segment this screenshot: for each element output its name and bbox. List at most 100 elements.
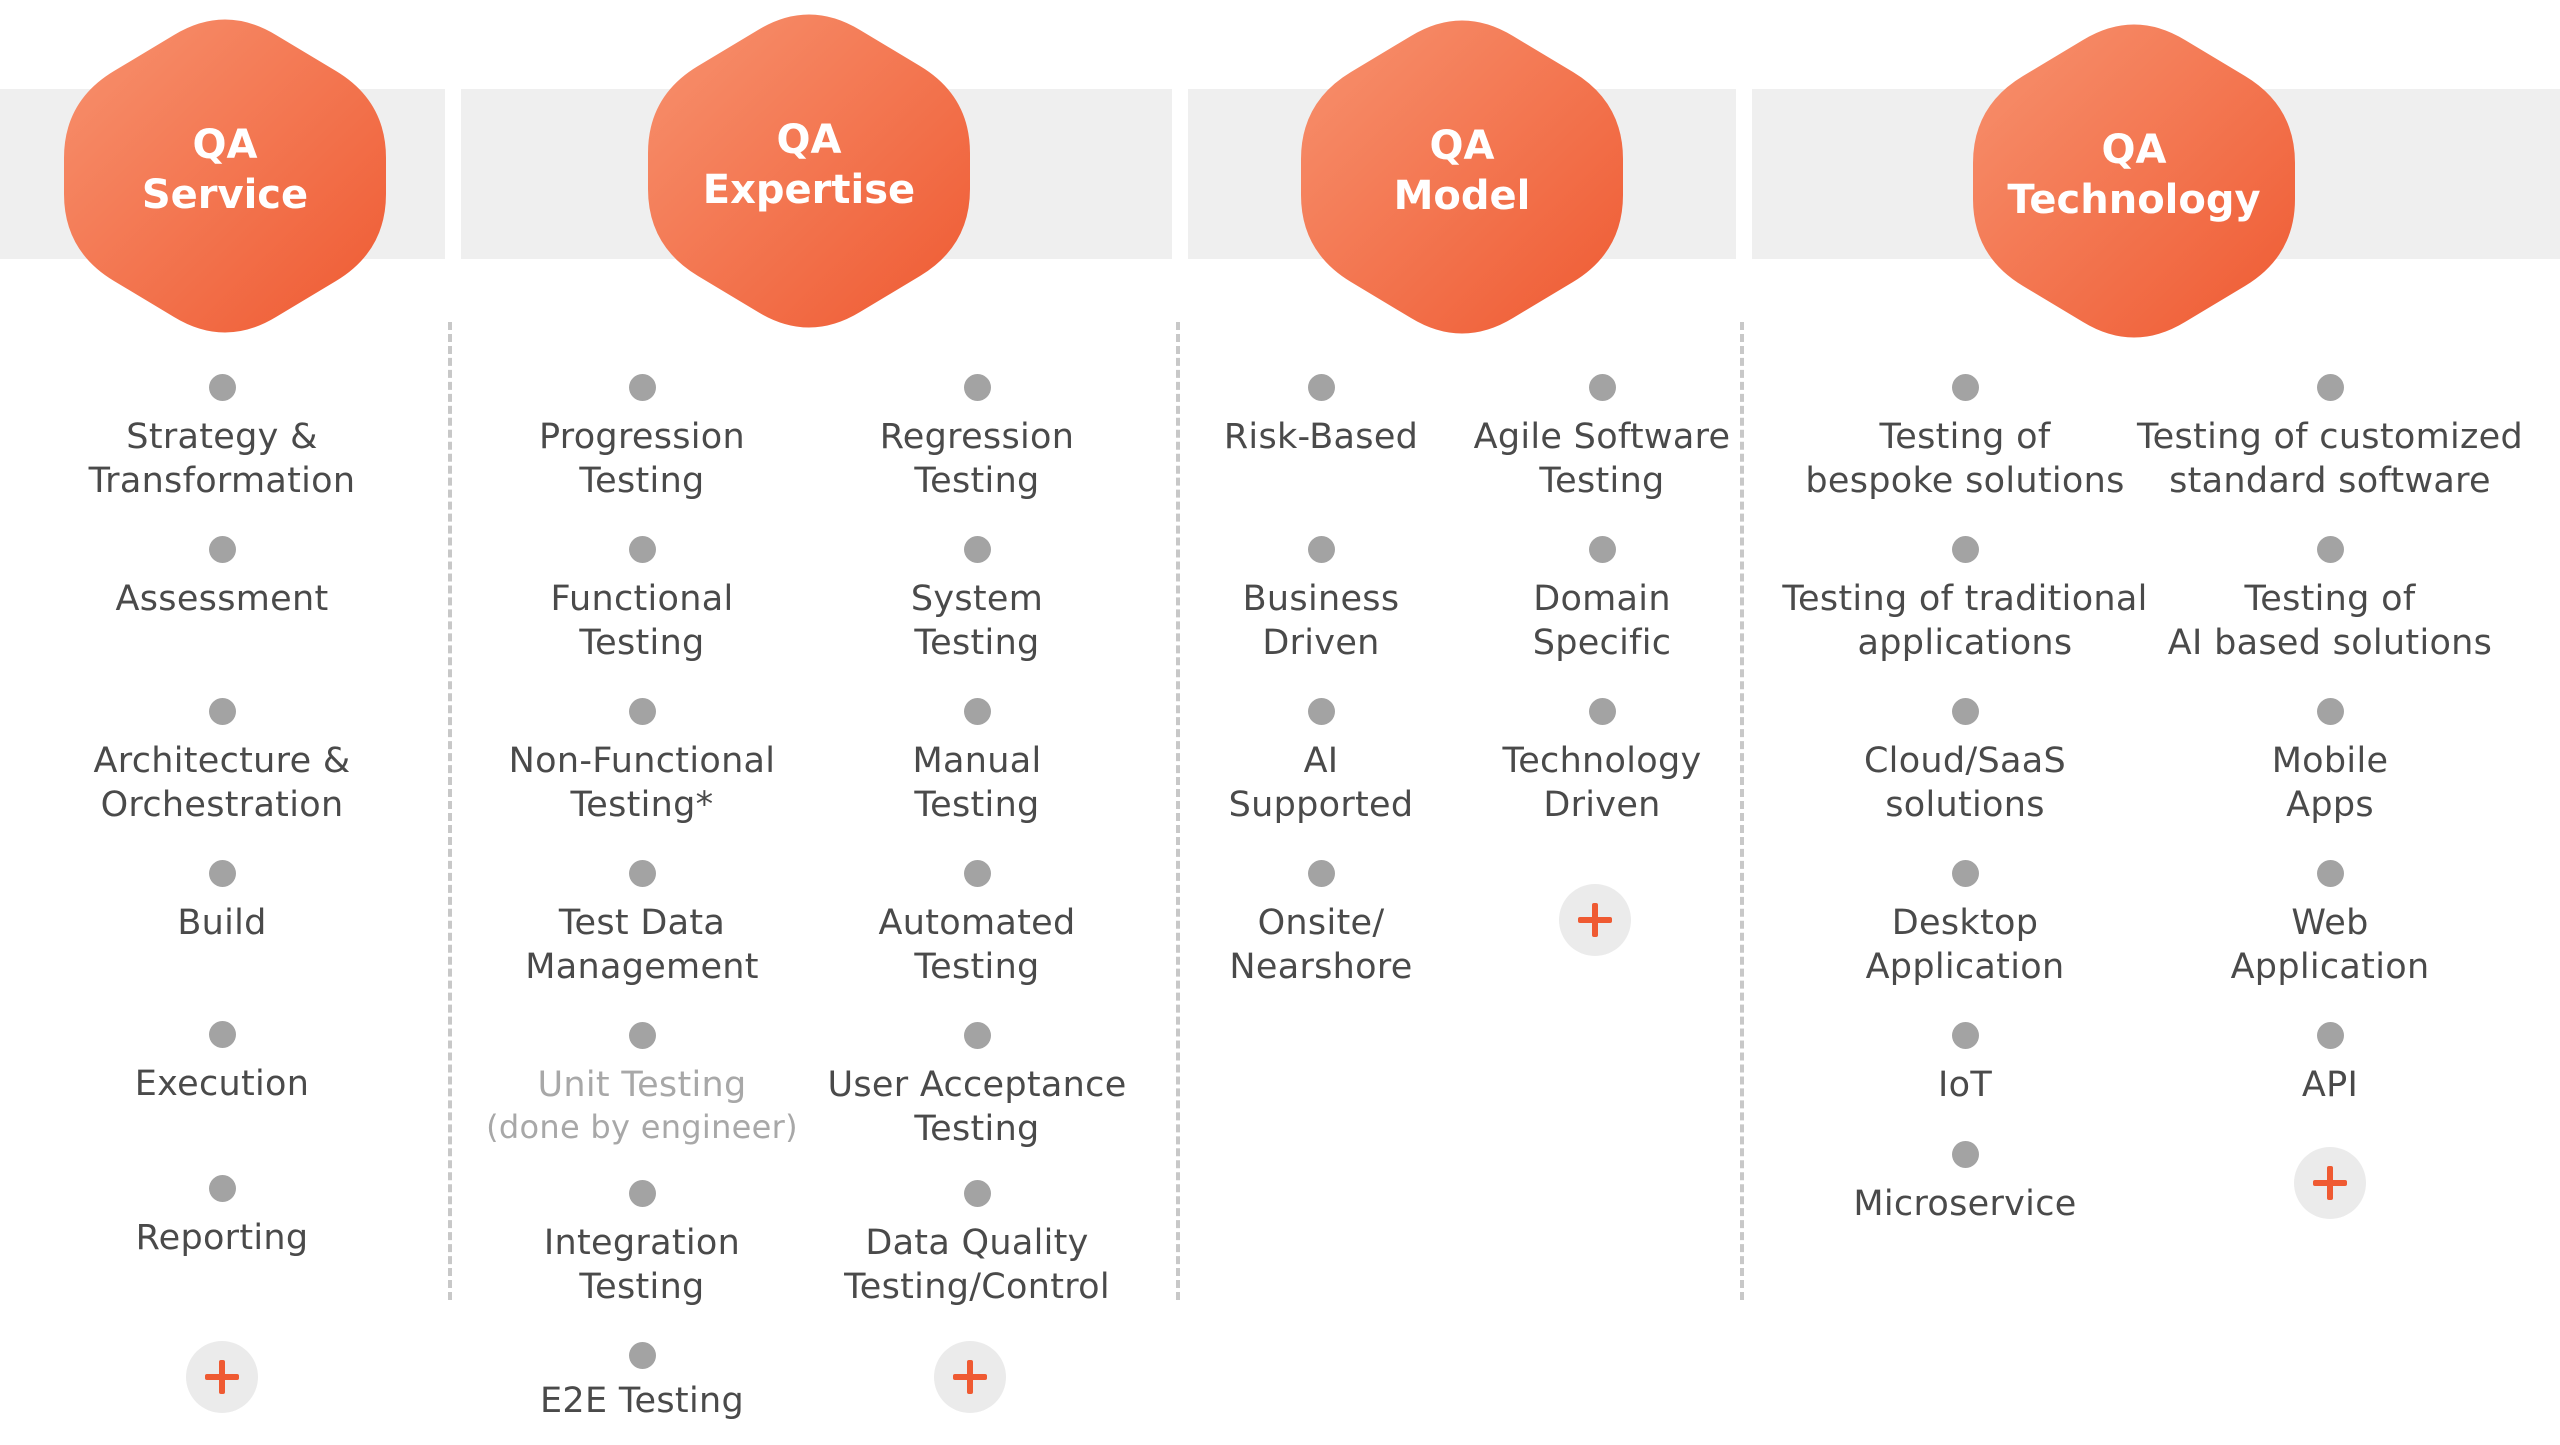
item-label: Data Quality Testing/Control (844, 1223, 1110, 1307)
item-label: User Acceptance Testing (827, 1065, 1127, 1149)
list-item: Manual Testing (797, 698, 1157, 827)
list-item: IoT (1765, 1022, 2165, 1107)
item-label: IoT (1937, 1065, 1992, 1105)
hexagon-title-line: Technology (2007, 177, 2261, 223)
dot-icon (628, 1342, 656, 1369)
item-label: System Testing (910, 579, 1044, 663)
list-item: E2E Testing (462, 1342, 822, 1423)
add-technology-button[interactable] (2294, 1147, 2366, 1219)
dot-icon (1307, 860, 1335, 887)
item-label: Architecture & Orchestration (93, 741, 351, 825)
plus-icon (953, 1360, 987, 1394)
hexagon-qa-technology: QA Technology (1973, 7, 2295, 355)
dot-icon (1951, 536, 1979, 563)
item-label: Regression Testing (879, 417, 1075, 501)
item-label: Manual Testing (912, 741, 1042, 825)
list-item: Automated Testing (797, 860, 1157, 989)
section-divider (448, 322, 452, 1300)
item-label: Domain Specific (1532, 579, 1672, 663)
list-item: System Testing (797, 536, 1157, 665)
plus-icon (2313, 1166, 2347, 1200)
list-item: Data Quality Testing/Control (797, 1180, 1157, 1309)
list-item: Functional Testing (462, 536, 822, 665)
dot-icon (963, 374, 991, 401)
list-item: Microservice (1765, 1141, 2165, 1226)
list-item: Testing of AI based solutions (2130, 536, 2530, 665)
dot-icon (963, 698, 991, 725)
hexagon-title-line: QA (192, 122, 258, 168)
list-item: Web Application (2130, 860, 2530, 989)
hexagon-title-line: Service (141, 172, 309, 218)
hexagon-qa-service: QA Service (64, 2, 386, 350)
dot-icon (963, 1022, 991, 1049)
dot-icon (208, 1175, 236, 1202)
dot-icon (208, 536, 236, 563)
list-item: Technology Driven (1422, 698, 1782, 827)
list-item: Onsite/ Nearshore (1141, 860, 1501, 989)
add-expertise-button[interactable] (934, 1341, 1006, 1413)
list-item: Assessment (42, 536, 402, 621)
item-label: Testing of customized standard software (2136, 417, 2524, 501)
list-item: Mobile Apps (2130, 698, 2530, 827)
dot-icon (1307, 536, 1335, 563)
add-service-button[interactable] (186, 1341, 258, 1413)
item-label: Test Data Management (525, 903, 759, 987)
hexagon-title: QA Service (64, 120, 386, 220)
dot-icon (628, 1022, 656, 1049)
dot-icon (2316, 374, 2344, 401)
item-label: Web Application (2230, 903, 2430, 987)
item-label: Strategy & Transformation (88, 417, 356, 501)
list-item: Business Driven (1141, 536, 1501, 665)
hexagon-shape (64, 19, 386, 333)
list-item: Strategy & Transformation (42, 374, 402, 503)
dot-icon (628, 1180, 656, 1207)
hexagon-title-line: Model (1393, 173, 1531, 219)
list-item: Agile Software Testing (1422, 374, 1782, 503)
item-label: E2E Testing (540, 1381, 744, 1421)
dot-icon (1951, 374, 1979, 401)
dot-icon (2316, 698, 2344, 725)
hexagon-shape (1973, 24, 2295, 338)
item-label: Mobile Apps (2271, 741, 2389, 825)
item-label: Agile Software Testing (1473, 417, 1731, 501)
dot-icon (963, 860, 991, 887)
section-divider (1740, 322, 1744, 1300)
dot-icon (628, 374, 656, 401)
dot-icon (208, 698, 236, 725)
item-label: AI Supported (1228, 741, 1414, 825)
list-item: Test Data Management (462, 860, 822, 989)
dot-icon (628, 536, 656, 563)
item-label: Onsite/ Nearshore (1229, 903, 1413, 987)
item-label: Functional Testing (550, 579, 734, 663)
hexagon-title-line: QA (776, 117, 842, 163)
item-label: Reporting (135, 1218, 309, 1258)
hexagon-title-line: Expertise (702, 167, 916, 213)
list-item: Execution (42, 1021, 402, 1106)
dot-icon (963, 1180, 991, 1207)
list-item: User Acceptance Testing (797, 1022, 1157, 1151)
dot-icon (1588, 698, 1616, 725)
hexagon-qa-model: QA Model (1301, 3, 1623, 351)
item-label: Assessment (115, 579, 329, 619)
hexagon-shape (648, 14, 970, 328)
dot-icon (628, 698, 656, 725)
dot-icon (1588, 374, 1616, 401)
plus-icon (1578, 903, 1612, 937)
item-label: Testing of traditional applications (1782, 579, 2148, 663)
dot-icon (2316, 1022, 2344, 1049)
hexagon-qa-expertise: QA Expertise (648, 0, 970, 345)
add-model-button[interactable] (1559, 884, 1631, 956)
list-item: Progression Testing (462, 374, 822, 503)
list-item: Integration Testing (462, 1180, 822, 1309)
dot-icon (1951, 1022, 1979, 1049)
dot-icon (1951, 860, 1979, 887)
hexagon-title: QA Model (1301, 121, 1623, 221)
list-item: AI Supported (1141, 698, 1501, 827)
item-label: Cloud/SaaS solutions (1863, 741, 2067, 825)
list-item: Regression Testing (797, 374, 1157, 503)
hexagon-title-line: QA (2101, 127, 2167, 173)
dot-icon (1307, 698, 1335, 725)
item-label: Testing of bespoke solutions (1805, 417, 2125, 501)
dot-icon (208, 374, 236, 401)
list-item: Cloud/SaaS solutions (1765, 698, 2165, 827)
